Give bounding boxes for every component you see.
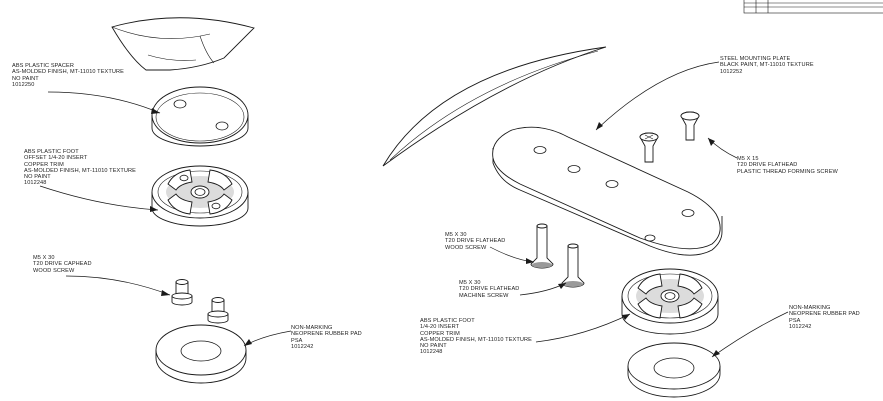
wood-screw-right	[530, 223, 554, 269]
callout-foot-left: ABS PLASTIC FOOT OFFSET 1/4-20 INSERT CO…	[24, 149, 136, 187]
mounting-plate	[492, 126, 723, 256]
pad-right	[627, 342, 721, 398]
leg-section-left	[111, 17, 255, 71]
leader-lines	[39, 61, 789, 358]
callout-thread-screw: M5 X 15 T20 DRIVE FLATHEAD PLASTIC THREA…	[737, 156, 838, 175]
leg-section-right	[382, 46, 607, 167]
callout-pad-left: NON-MARKING NEOPRENE RUBBER PAD PSA 1012…	[291, 325, 362, 350]
foot-right	[621, 268, 719, 335]
foot-left	[151, 165, 249, 227]
spacer-left	[151, 86, 249, 147]
machine-screw-right	[561, 243, 585, 288]
callout-machine-screw: M5 X 30 T20 DRIVE FLATHEAD MACHINE SCREW	[459, 280, 520, 299]
callout-foot-right: ABS PLASTIC FOOT 1/4-20 INSERT COPPER TR…	[420, 318, 532, 356]
callout-wood-screw-right: M5 X 30 T20 DRIVE FLATHEAD WOOD SCREW	[445, 232, 506, 251]
title-block	[743, 0, 883, 14]
thread-screw-1	[639, 132, 659, 163]
screw-left-2	[207, 297, 229, 324]
callout-pad-right: NON-MARKING NEOPRENE RUBBER PAD PSA 1012…	[789, 305, 860, 330]
pad-left	[155, 324, 247, 384]
callout-plate: STEEL MOUNTING PLATE BLACK PAINT, MT-110…	[720, 56, 814, 75]
screw-left-1	[171, 279, 193, 306]
callout-spacer-left: ABS PLASTIC SPACER AS-MOLDED FINISH, MT-…	[12, 63, 124, 88]
callout-screw-left: M5 X 30 T20 DRIVE CAPHEAD WOOD SCREW	[33, 255, 92, 274]
thread-screw-2	[680, 111, 700, 141]
